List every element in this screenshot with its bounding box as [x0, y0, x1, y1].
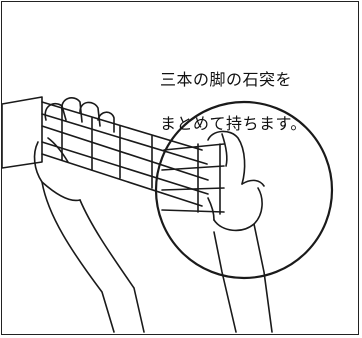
tripod-legs-illustration	[2, 96, 334, 333]
left-hand-finger-2	[61, 97, 83, 123]
caption-line-1: 三本の脚の石突を	[160, 70, 293, 89]
right-forearm	[213, 231, 237, 333]
right-thumb	[207, 130, 246, 185]
right-hand-palm	[213, 187, 263, 232]
left-hand-finger-3	[79, 101, 101, 127]
left-hand-finger-4	[97, 111, 115, 133]
left-forearm	[41, 181, 115, 333]
zoom-circle	[154, 100, 334, 280]
leg-edge-top	[41, 101, 203, 151]
illustration-frame: 三本の脚の石突を まとめて持ちます。	[1, 1, 359, 335]
leg-edge-bottom	[41, 153, 203, 207]
caption-line-2: まとめて持ちます。	[160, 114, 307, 133]
tripod-head-block	[2, 96, 43, 169]
instruction-caption: 三本の脚の石突を まとめて持ちます。	[160, 47, 335, 157]
